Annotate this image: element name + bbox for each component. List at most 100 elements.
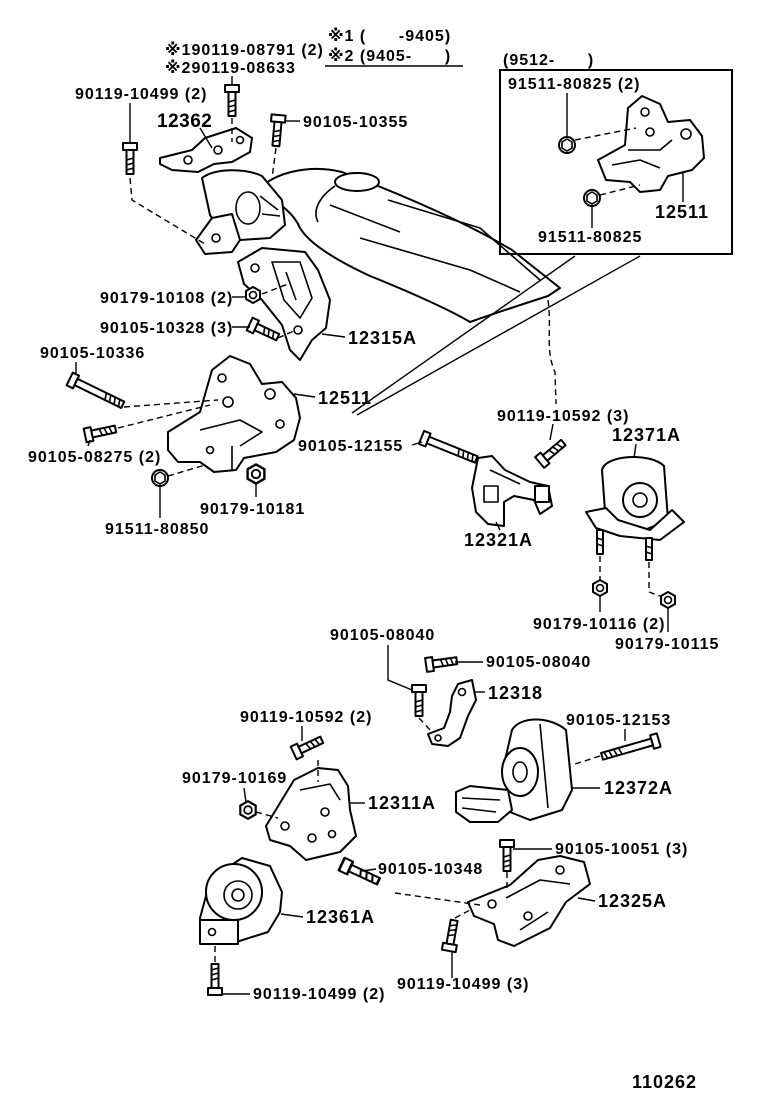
alignment-dash [418, 717, 433, 733]
leader-line [199, 127, 213, 149]
callout-line [356, 255, 641, 416]
fastener-label: 90179-10169 [182, 770, 287, 787]
fastener-label: 90179-10115 [615, 636, 719, 653]
alignment-dash [394, 892, 481, 906]
alignment-dash [167, 464, 206, 477]
part-12321A-bracket [471, 455, 553, 527]
figure-number: 110262 [632, 1072, 697, 1092]
legend-line-2: ※2 (9405- ) [328, 47, 451, 65]
fastener-label: 90105-10051 (3) [555, 841, 688, 858]
alignment-dash [648, 562, 661, 597]
inset-nut-label: 91511-80825 [538, 229, 642, 246]
fastener-label: 90119-10499 (2) [253, 986, 385, 1003]
alignment-dash [277, 329, 297, 339]
part-label-12325A: 12325A [598, 891, 667, 911]
alignment-dash [123, 399, 219, 408]
inset-frame [499, 69, 733, 255]
legend: ※1 ( -9405) ※2 (9405- ) [325, 27, 463, 67]
alignment-dash [117, 404, 211, 429]
part-12311A-bracket [265, 767, 357, 861]
inset-callout-wedge [351, 255, 641, 416]
fastener-label: 90179-10108 (2) [100, 290, 233, 307]
leader-line [577, 897, 596, 902]
part-label-12315A: 12315A [348, 328, 417, 348]
fastener-label: 90105-10328 (3) [100, 320, 233, 337]
fastener-label: 90105-08040 [486, 654, 591, 671]
part-label-12372A: 12372A [604, 778, 673, 798]
engine-to-bolt-dash [547, 299, 557, 405]
fastener-label: 90179-10116 (2) [533, 616, 665, 633]
fastener-label: 90105-12153 [566, 712, 671, 729]
fastener-label: 90179-10181 [200, 501, 305, 518]
fastener-label: 91511-80850 [105, 521, 209, 538]
fastener-label: 90105-08275 (2) [28, 449, 161, 466]
inset-period-label: (9512- ) [503, 52, 594, 69]
part-label-12511: 12511 [318, 388, 372, 408]
leader-line [387, 645, 413, 691]
flange-nut-91511-80850 [151, 469, 169, 487]
engine-transmission-outline [257, 167, 561, 405]
bolt-90119-10592-lower [289, 732, 326, 761]
bolt-90105-12153 [599, 732, 662, 765]
bolt-90105-12155 [417, 429, 480, 467]
fastener-labels: ※190119-08791 (2) ※290119-08633 90119-10… [28, 41, 719, 1003]
alignment-dash [454, 909, 471, 919]
inset-nut-pair-label: 91511-80825 (2) [508, 76, 640, 93]
bolt-90105-10355 [267, 113, 287, 148]
alignment-dash [271, 147, 277, 179]
bolt-90105-08275 [82, 421, 118, 444]
part-12361A-mount [199, 857, 283, 945]
part-12362-mount [159, 127, 286, 255]
part-label-12362: 12362 [157, 111, 212, 132]
nut-90179-10108 [245, 286, 261, 304]
bolt-90105-10348 [337, 856, 383, 889]
bolt-90119-10592-upper [534, 436, 569, 469]
leader-line [280, 913, 304, 918]
alignment-dash [571, 755, 601, 766]
fastener-label: 90105-10355 [303, 114, 408, 131]
legend-line-1: ※1 ( -9405) [328, 27, 451, 45]
part-label-12371A: 12371A [612, 425, 681, 445]
alignment-dash [261, 283, 289, 295]
bolt-90105-10328 [245, 316, 282, 345]
fastener-label: 90119-10592 (2) [240, 709, 372, 726]
leader-line [361, 868, 377, 872]
fastener-label: 90105-12155 [298, 438, 403, 455]
bolt-90105-10336 [65, 371, 127, 413]
alignment-dash [129, 177, 206, 245]
part-12372A-mount [455, 718, 573, 823]
leader-lines [75, 76, 669, 995]
bolt-90105-08040-left [411, 684, 427, 717]
leader-line [243, 787, 247, 803]
inset-flange-nut-upper [558, 136, 576, 154]
bolt-90119-10499-right [440, 918, 463, 954]
inset-panel: (9512- ) 91511-80825 (2) 12511 91511-808… [499, 52, 733, 255]
inset-bracket-label: 12511 [655, 202, 709, 222]
alignment-lines [117, 118, 661, 962]
part-12325A-bracket [467, 855, 591, 947]
nut-90179-10181 [246, 463, 266, 485]
bolt-90105-08040-right [424, 652, 459, 673]
leader-line [411, 441, 423, 446]
bolt-90119-08791 [224, 84, 240, 117]
part-label-12318: 12318 [488, 683, 543, 703]
alignment-dash [599, 184, 641, 196]
part-label-12311A: 12311A [368, 793, 436, 813]
nut-90179-10116 [592, 579, 608, 597]
fastener-label: 90105-08040 [330, 627, 435, 644]
part-12371A-mount [585, 455, 685, 561]
fastener-label: 90105-10348 [378, 861, 483, 878]
leader-line [549, 423, 554, 441]
part-12511-bracket [167, 355, 301, 473]
part-labels: 12362 12315A 12511 12371A 12321A 12318 1… [157, 111, 681, 927]
inset-flange-nut-lower [583, 189, 601, 207]
bolt-90119-10499-upper [122, 142, 138, 175]
bolt-90105-10051 [499, 839, 515, 872]
fastener-label: ※290119-08633 [165, 59, 296, 77]
nut-90179-10169 [239, 800, 257, 820]
nut-90179-10115 [660, 591, 676, 609]
fastener-label: 90119-10499 (3) [397, 976, 529, 993]
part-12315A-bracket [237, 247, 331, 361]
alignment-dash [255, 811, 279, 819]
